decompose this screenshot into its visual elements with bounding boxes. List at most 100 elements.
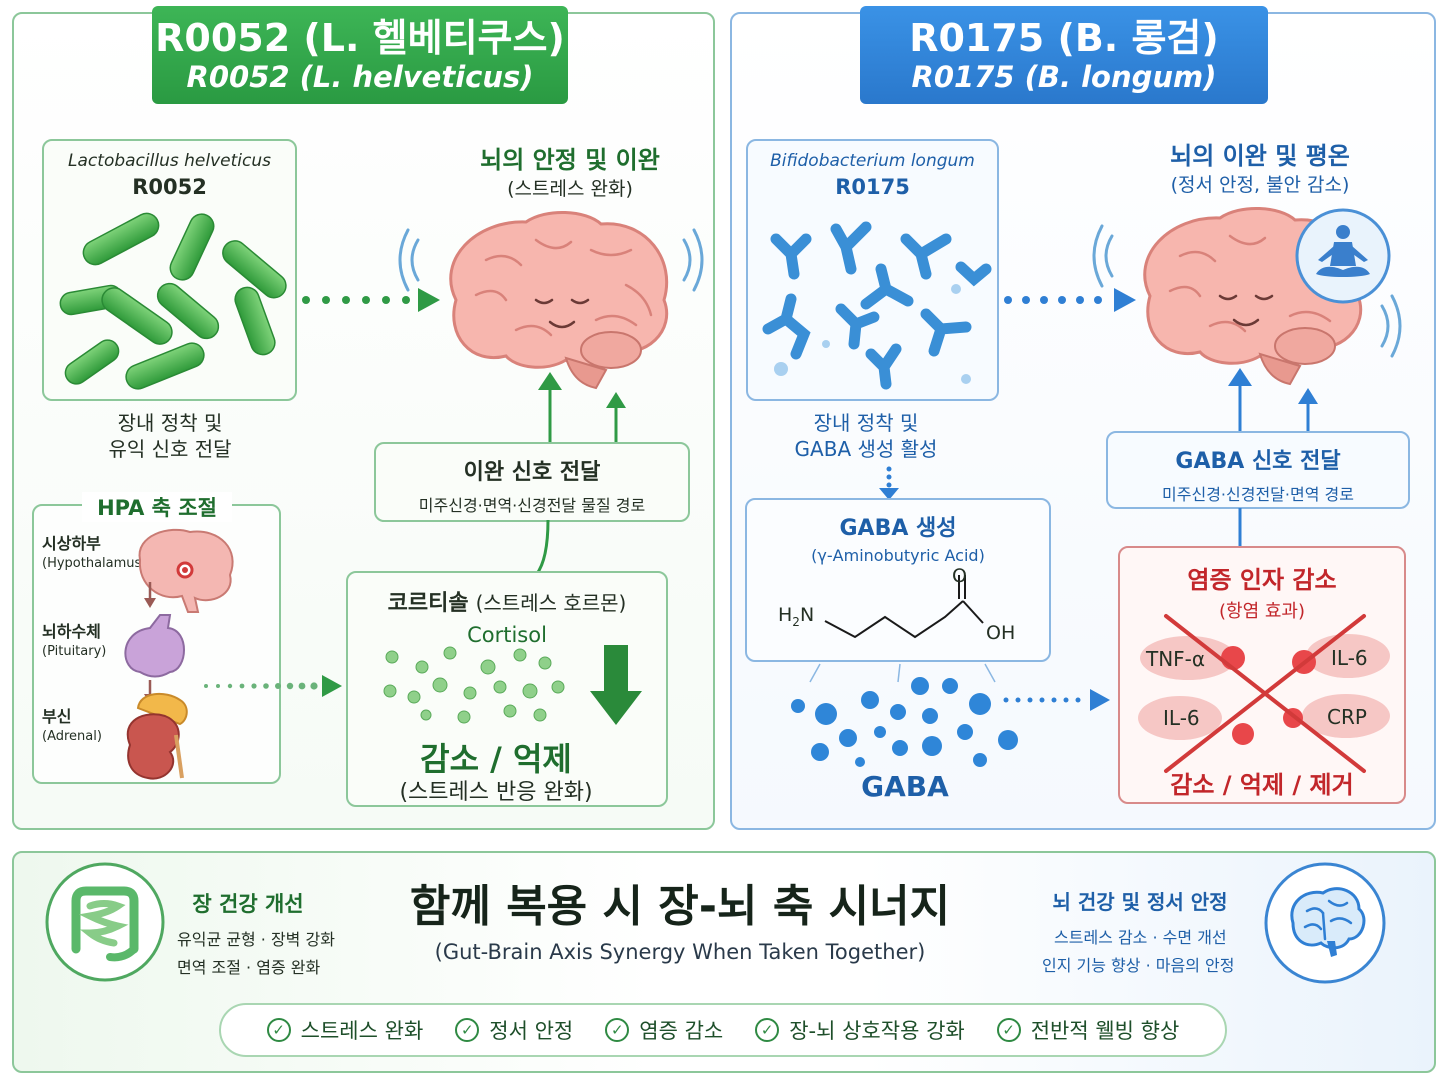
right-brain-subtitle: (정서 안정, 불안 감소) bbox=[1170, 174, 1350, 196]
left-signal-title: 이완 신호 전달 bbox=[463, 460, 601, 485]
brain-health-title: 뇌 건강 및 정서 안정 bbox=[1052, 890, 1228, 914]
gut-title: 장 건강 개선 bbox=[192, 892, 304, 916]
inflammation-subtitle: (항염 효과) bbox=[1218, 601, 1305, 622]
gaba-molecule-sub: 2 bbox=[792, 614, 800, 629]
right-bacteria-caption: 장내 정착 및 GABA 생성 활성 bbox=[746, 410, 986, 462]
right-brain-title: 뇌의 이완 및 평온 bbox=[1170, 142, 1350, 170]
check-icon: ✓ bbox=[605, 1018, 630, 1042]
brain-outline-icon bbox=[1264, 862, 1386, 984]
left-brain-title: 뇌의 안정 및 이완 bbox=[480, 146, 660, 174]
bifidobacterium-species: Bifidobacterium longum bbox=[770, 151, 975, 171]
cortisol-down-arrow bbox=[590, 645, 642, 725]
synergy-subtitle: (Gut-Brain Axis Synergy When Taken Toget… bbox=[434, 940, 926, 964]
bifidobacterium-illustration bbox=[762, 221, 992, 390]
cortisol-title-rest: (스트레스 호르몬) bbox=[475, 591, 627, 615]
hpa-item-hypothalamus: 시상하부 (Hypothalamus) bbox=[42, 530, 146, 571]
gaba-molecule-oh: OH bbox=[986, 622, 1016, 644]
check-icon: ✓ bbox=[266, 1018, 291, 1042]
benefit-emotion-label: 정서 안정 bbox=[489, 1019, 574, 1043]
left-header: R0052 (L. 헬베티쿠스) R0052 (L. helveticus) bbox=[152, 6, 568, 104]
benefit-emotion: ✓ 정서 안정 bbox=[455, 1015, 573, 1045]
gaba-label: GABA bbox=[861, 770, 949, 803]
left-brain-subtitle: (스트레스 완화) bbox=[507, 178, 633, 200]
right-bacteria-caption-line1: 장내 정착 및 bbox=[813, 411, 919, 435]
cortisol-result: 감소 / 억제 bbox=[420, 740, 572, 778]
left-brain-icon bbox=[398, 211, 704, 390]
gaba-box: GABA 생성 (γ-Aminobutyric Acid) bbox=[745, 498, 1051, 662]
right-header-en: R0175 (B. longum) bbox=[911, 60, 1217, 94]
gaba-molecule-h2n: H2N bbox=[778, 604, 814, 629]
cortisol-molecules bbox=[383, 646, 565, 724]
gaba-dots bbox=[791, 663, 1018, 767]
hpa-item-hypothalamus-ko: 시상하부 bbox=[42, 534, 101, 553]
benefit-gut-brain: ✓ 장-뇌 상호작용 강화 bbox=[755, 1015, 965, 1045]
left-up-arrows bbox=[538, 372, 626, 450]
gaba-molecule-h: H bbox=[778, 604, 793, 626]
gaba-subtitle: (γ-Aminobutyric Acid) bbox=[811, 546, 985, 565]
brain-health-line2: 인지 기능 향상 · 마음의 안정 bbox=[1042, 956, 1235, 975]
gaba-to-inflammation-arrow bbox=[1003, 689, 1110, 711]
intestine-icon bbox=[45, 862, 165, 982]
cortisol-result-sub: (스트레스 반응 완화) bbox=[399, 780, 593, 805]
cortisol-title: 코르티솔 (스트레스 호르몬) bbox=[348, 585, 666, 617]
hpa-item-adrenal: 부신 (Adrenal) bbox=[42, 703, 102, 744]
right-bacteria-caption-line2: GABA 생성 활성 bbox=[794, 437, 938, 461]
right-brain-icon bbox=[1092, 207, 1402, 386]
left-header-en: R0052 (L. helveticus) bbox=[186, 60, 534, 94]
lactobacillus-illustration bbox=[59, 212, 287, 390]
right-header-ko: R0175 (B. 롱검) bbox=[909, 16, 1219, 60]
inflammation-factor-il6-bottom: IL-6 bbox=[1163, 706, 1200, 730]
left-bacteria-caption: 장내 정착 및 유익 신호 전달 bbox=[40, 410, 300, 462]
cortisol-title-bold: 코르티솔 bbox=[387, 591, 469, 616]
left-header-ko: R0052 (L. 헬베티쿠스) bbox=[155, 16, 565, 60]
inflammation-factor-crp: CRP bbox=[1327, 705, 1367, 729]
benefit-inflammation: ✓ 염증 감소 bbox=[605, 1015, 723, 1045]
hpa-item-pituitary: 뇌하수체 (Pituitary) bbox=[42, 618, 106, 659]
right-signal-desc: 미주신경·신경전달·면역 경로 bbox=[1162, 485, 1354, 504]
left-signal-desc: 미주신경·면역·신경전달 물질 경로 bbox=[418, 496, 646, 515]
hpa-item-pituitary-ko: 뇌하수체 bbox=[42, 622, 101, 641]
inflammation-factor-il6-top: IL-6 bbox=[1331, 646, 1368, 670]
hpa-title: HPA 축 조절 bbox=[82, 492, 232, 522]
left-bacteria-caption-line1: 장내 정착 및 bbox=[117, 411, 223, 435]
hpa-item-adrenal-ko: 부신 bbox=[42, 707, 72, 726]
hpa-item-pituitary-en: (Pituitary) bbox=[42, 644, 107, 659]
hpa-item-adrenal-en: (Adrenal) bbox=[42, 729, 102, 744]
check-icon: ✓ bbox=[455, 1018, 480, 1042]
synergy-title: 함께 복용 시 장-뇌 축 시너지 bbox=[409, 881, 951, 932]
left-connector bbox=[534, 520, 550, 575]
inflammation-cells bbox=[1138, 614, 1390, 773]
left-dotted-arrow-top bbox=[302, 288, 440, 312]
benefit-gut-brain-label: 장-뇌 상호작용 강화 bbox=[789, 1019, 965, 1043]
right-connector bbox=[1238, 508, 1242, 548]
inflammation-factor-tnf: TNF-α bbox=[1146, 647, 1206, 671]
check-icon: ✓ bbox=[996, 1018, 1021, 1042]
lactobacillus-strain: R0052 bbox=[132, 175, 207, 199]
right-signal-box: GABA 신호 전달 미주신경·신경전달·면역 경로 bbox=[1106, 431, 1410, 509]
right-signal-title: GABA 신호 전달 bbox=[1175, 449, 1341, 474]
brain-health-line1: 스트레스 감소 · 수면 개선 bbox=[1054, 928, 1227, 947]
hpa-dotted-arrow bbox=[204, 675, 342, 697]
inflammation-title: 염증 인자 감소 bbox=[1187, 566, 1337, 594]
benefit-wellbeing-label: 전반적 웰빙 향상 bbox=[1030, 1019, 1180, 1043]
cortisol-en: Cortisol bbox=[467, 623, 547, 647]
benefit-stress: ✓ 스트레스 완화 bbox=[266, 1015, 424, 1045]
left-bacteria-caption-line2: 유익 신호 전달 bbox=[108, 437, 232, 461]
gut-line2: 면역 조절 · 염증 완화 bbox=[177, 958, 321, 977]
hpa-item-hypothalamus-en: (Hypothalamus) bbox=[42, 556, 147, 571]
left-signal-box: 이완 신호 전달 미주신경·면역·신경전달 물질 경로 bbox=[374, 442, 690, 522]
bifidobacterium-strain: R0175 bbox=[835, 175, 910, 199]
inflammation-result: 감소 / 억제 / 제거 bbox=[1170, 771, 1354, 799]
check-icon: ✓ bbox=[755, 1018, 780, 1042]
gaba-molecule bbox=[824, 575, 984, 639]
benefit-wellbeing: ✓ 전반적 웰빙 향상 bbox=[996, 1015, 1180, 1045]
benefit-inflammation-label: 염증 감소 bbox=[639, 1019, 724, 1043]
gaba-small-arrow bbox=[879, 466, 899, 500]
benefit-stress-label: 스트레스 완화 bbox=[300, 1019, 424, 1043]
gut-line1: 유익균 균형 · 장벽 강화 bbox=[177, 930, 335, 949]
gaba-molecule-n: N bbox=[799, 604, 815, 626]
right-up-arrows bbox=[1228, 368, 1318, 436]
gaba-title: GABA 생성 bbox=[839, 516, 957, 541]
right-dotted-arrow-top bbox=[1004, 288, 1136, 312]
right-header: R0175 (B. 롱검) R0175 (B. longum) bbox=[860, 6, 1268, 104]
